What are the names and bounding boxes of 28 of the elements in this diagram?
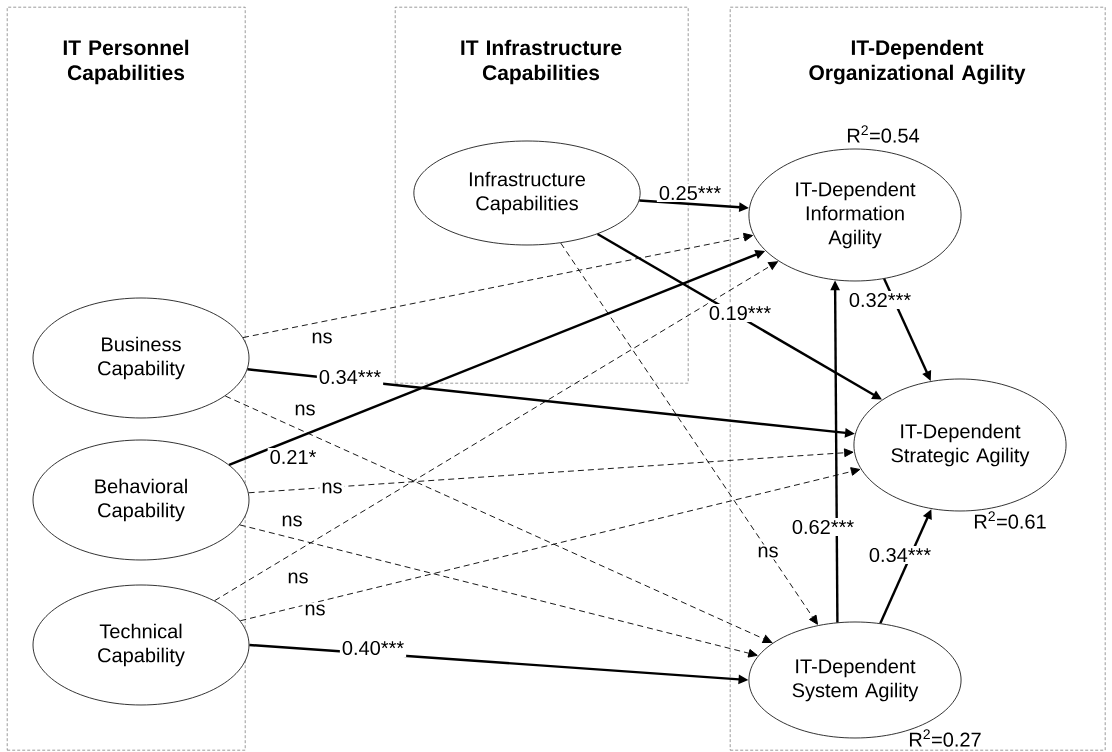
group-heading: IT Infrastructure Capabilities xyxy=(461,39,622,85)
edge-label: 0.21* xyxy=(267,447,319,467)
edge-label: ns xyxy=(292,402,318,418)
edge-label: 0.62*** xyxy=(789,517,857,537)
path-arrow xyxy=(248,448,854,494)
r-squared-label: R$^{2}$=0.61 xyxy=(975,511,1046,529)
edge-label: ns xyxy=(285,570,311,586)
edge-label: ns xyxy=(755,544,781,560)
path-arrow xyxy=(239,524,758,658)
path-arrow xyxy=(242,232,753,338)
edge-label: 0.19*** xyxy=(706,303,774,323)
group-box xyxy=(7,7,246,751)
edge-label: 0.34*** xyxy=(316,367,384,387)
edge-label: 0.32*** xyxy=(846,290,914,310)
edge-label: ns xyxy=(319,480,345,496)
edge-label: ns xyxy=(279,513,305,529)
r-squared-label: R$^{2}$=0.54 xyxy=(848,125,920,143)
path-arrow xyxy=(560,242,818,625)
path-arrow xyxy=(239,467,861,622)
path-arrow xyxy=(224,395,773,643)
group-heading: IT Personnel Capabilities xyxy=(63,39,189,85)
edge-label: ns xyxy=(302,602,328,618)
group-heading: IT-Dependent Organizational Agility xyxy=(809,39,1026,85)
edge-label: 0.34*** xyxy=(866,545,934,565)
edge-label: 0.25*** xyxy=(656,183,724,203)
edge-label: 0.40*** xyxy=(339,638,407,658)
edge-label: ns xyxy=(309,330,335,346)
path-arrow xyxy=(214,261,778,602)
